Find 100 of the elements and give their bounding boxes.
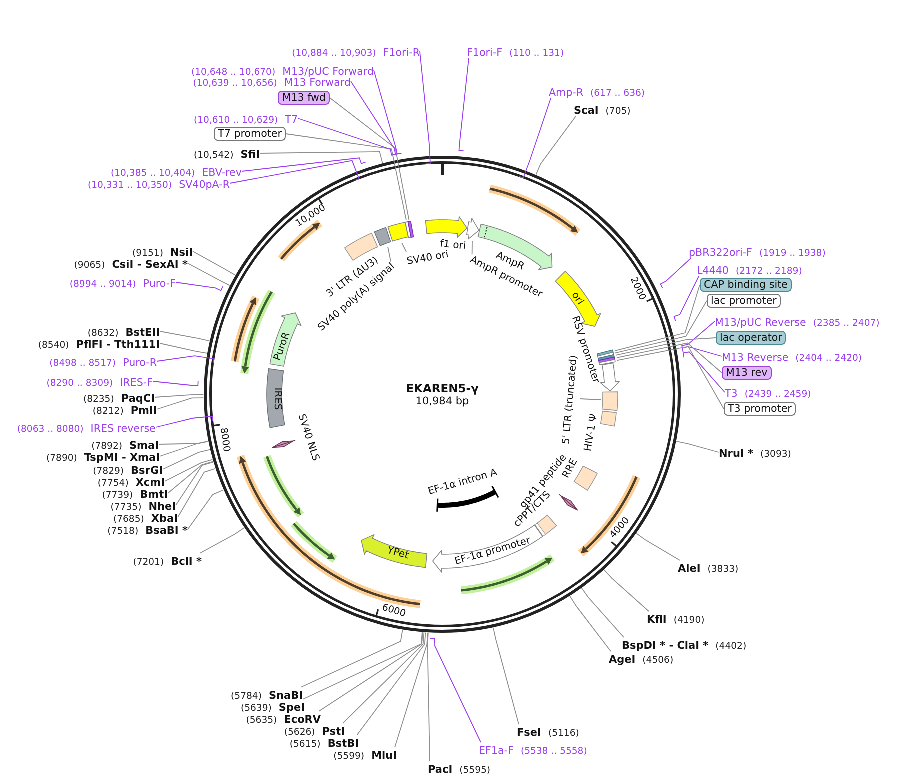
enzyme-name: PaqCI <box>121 392 155 404</box>
enzyme-name: PacI <box>428 764 453 776</box>
leader-line <box>156 398 204 410</box>
enzyme-name: BspDI * - ClaI * <box>622 640 709 652</box>
site-position: (5615) <box>290 738 321 750</box>
leader-line <box>427 632 430 762</box>
plasmid-size: 10,984 bp <box>416 396 470 408</box>
leader-line <box>164 459 214 482</box>
leader-line <box>430 638 482 743</box>
primer-name: M13/pUC Reverse <box>715 316 806 328</box>
leader-line <box>242 158 366 172</box>
primer-position: (10,331 .. 10,350) <box>88 180 172 190</box>
site-position: (7735) <box>110 502 142 512</box>
leader-line <box>230 160 360 184</box>
primer-position: (10,639 .. 10,656) <box>193 78 278 88</box>
leader-line <box>536 116 576 176</box>
site-position: (7685) <box>113 514 144 524</box>
leader-line <box>162 449 211 470</box>
site-position: (5635) <box>246 714 278 726</box>
feature-mark <box>271 439 297 449</box>
primer-position: (110 .. 131) <box>510 48 564 58</box>
primer-name: M13 Forward <box>284 76 351 88</box>
primer-position: (2385 .. 2407) <box>813 318 880 328</box>
site-position: (5784) <box>231 690 262 702</box>
leader-line <box>176 462 214 506</box>
primer-position: (8290 .. 8309) <box>46 378 114 388</box>
leader-line <box>614 284 700 352</box>
leader-line <box>458 58 470 152</box>
leader-line <box>178 468 216 518</box>
site-position: (7892) <box>92 440 122 452</box>
enzyme-name: BclI * <box>171 556 202 568</box>
site-position: (7890) <box>46 452 78 464</box>
primer-name: M13 Reverse <box>722 352 789 364</box>
enzyme-name: EcoRV <box>284 714 321 726</box>
leader-line <box>156 356 215 364</box>
site-position: (4402) <box>716 640 747 652</box>
leader-line <box>604 570 650 612</box>
primer-position: (10,884 .. 10,903) <box>292 48 376 58</box>
feature-mark <box>558 493 579 512</box>
leader-line <box>154 394 204 398</box>
primer-name: IRES reverse <box>90 422 156 434</box>
leader-line <box>682 352 726 393</box>
site-position: (8632) <box>88 328 119 338</box>
site-position: (5626) <box>284 726 316 738</box>
enzyme-name: SnaBI <box>268 690 303 702</box>
enzyme-name: PstI <box>322 726 345 738</box>
primer-name: EBV-rev <box>202 166 242 178</box>
site-position: (5599) <box>334 750 365 762</box>
leader-line <box>581 588 624 638</box>
site-position: (8212) <box>92 406 124 416</box>
feature-name: ori <box>568 290 586 308</box>
leader-line <box>614 300 708 354</box>
leader-line <box>188 490 224 530</box>
feature-block <box>599 362 621 393</box>
site-position: (9151) <box>132 248 164 258</box>
enzyme-name: AgeI <box>609 654 636 666</box>
primer-name: T3 <box>725 388 738 400</box>
primer-name: pBR322ori-F <box>689 246 752 258</box>
leader-line <box>286 134 407 220</box>
leader-line <box>420 51 431 165</box>
enzyme-name: CsiI - SexAI * <box>112 258 188 270</box>
enzyme-name: SpeI <box>278 702 305 714</box>
primer-name: IRES-F <box>120 376 153 388</box>
leader-line <box>402 242 407 252</box>
leader-line <box>472 240 473 256</box>
site-position: (8540) <box>38 340 70 350</box>
feature-block <box>465 217 481 241</box>
enzyme-name: MluI <box>372 750 397 762</box>
primer-name: F1ori-F <box>467 46 503 58</box>
feature-label: f1 ori <box>439 238 466 252</box>
leader-line <box>356 632 426 736</box>
site-position: (3093) <box>760 448 792 460</box>
feature-block <box>424 215 469 239</box>
site-position: (9065) <box>74 260 106 270</box>
primer-position: (8063 .. 8080) <box>17 424 84 434</box>
feature-name: YPet <box>386 545 410 563</box>
site-position: (10,542) <box>194 150 234 160</box>
leader-line <box>298 118 397 156</box>
leader-line <box>570 596 612 652</box>
feature-segment <box>373 226 392 247</box>
feature-tag: CAP binding site <box>700 278 792 292</box>
leader-line <box>318 632 424 712</box>
feature-label: HIV-1 Ψ <box>582 413 602 453</box>
enzyme-name: ScaI <box>574 104 599 116</box>
leader-line <box>300 630 404 688</box>
enzyme-name: NruI * <box>719 448 754 460</box>
site-position: (7201) <box>133 556 164 568</box>
feature-label: 5' LTR (truncated) <box>560 355 580 445</box>
leader-line <box>660 258 692 289</box>
enzyme-name: SfiI <box>240 148 260 160</box>
primer-name: Puro-R <box>123 356 157 368</box>
leader-line <box>636 533 680 561</box>
feature-tag: lac operator <box>716 331 786 345</box>
feature-segment <box>599 410 618 428</box>
enzyme-name: KflI <box>647 614 667 626</box>
primer-position: (1919 .. 1938) <box>759 248 826 258</box>
leader-line <box>342 632 425 724</box>
leader-line <box>200 528 245 554</box>
site-position: (5595) <box>460 764 491 776</box>
feature-segment <box>387 221 410 243</box>
